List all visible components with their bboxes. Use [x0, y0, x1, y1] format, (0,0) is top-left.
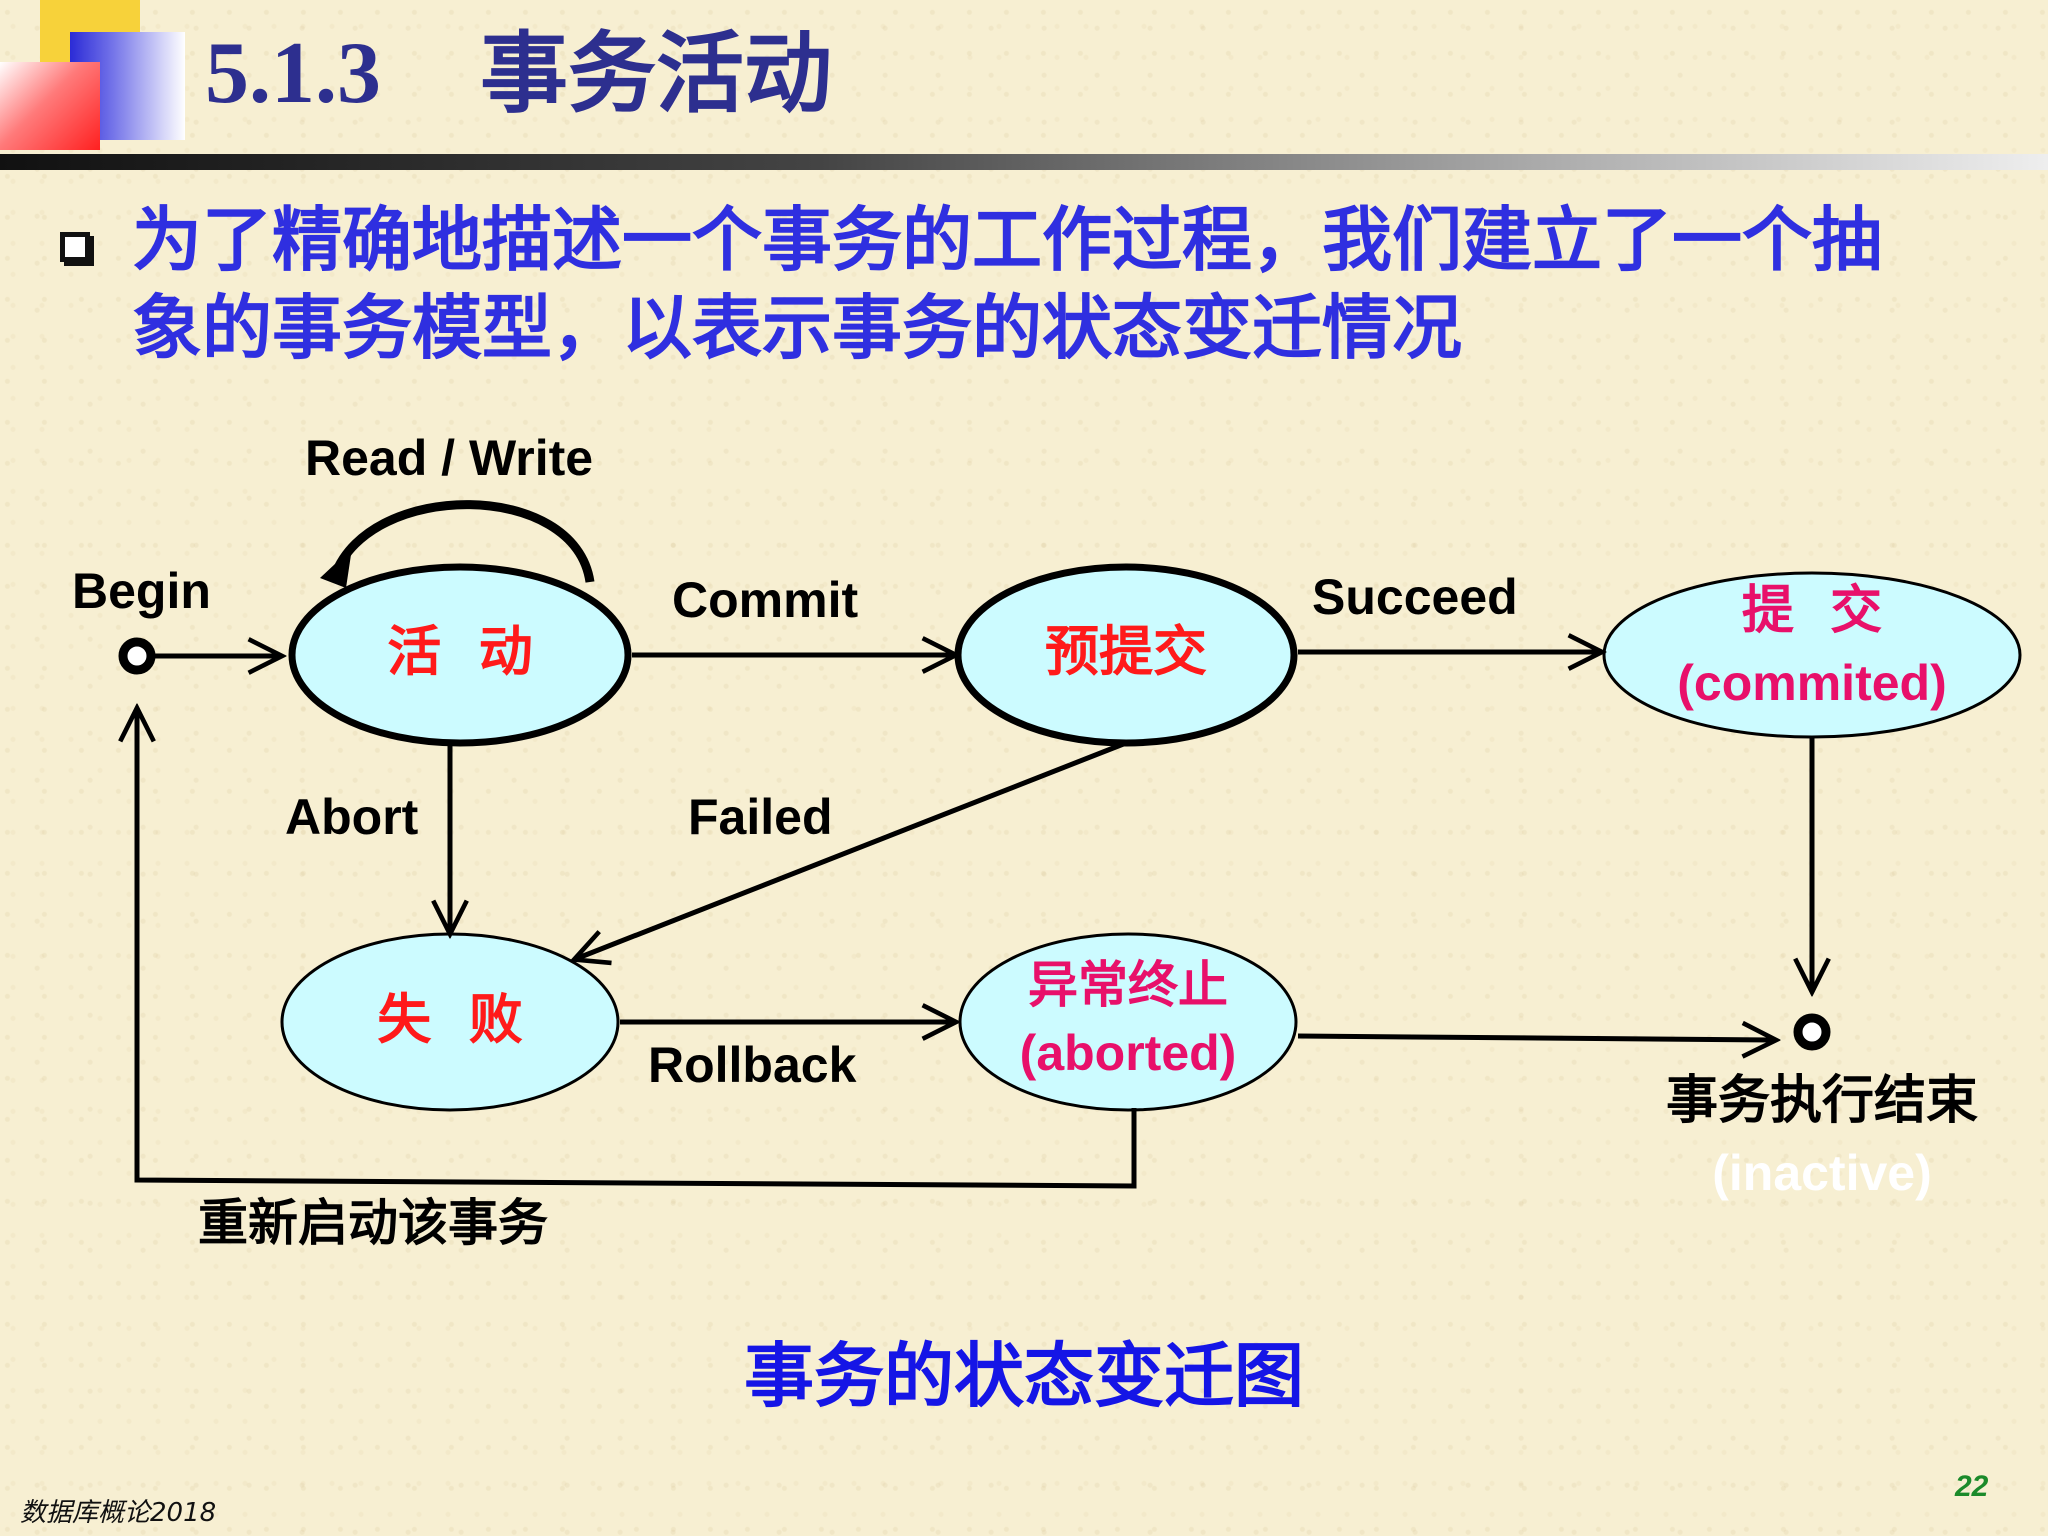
read-write-loop-arrowhead — [320, 548, 352, 588]
corner-decoration — [0, 0, 200, 150]
read-write-label: Read / Write — [305, 430, 593, 486]
state-active-label: 活 动 — [387, 620, 533, 683]
aborted-to-end-arrow — [1297, 1036, 1772, 1040]
restart-label: 重新启动该事务 — [198, 1194, 548, 1252]
begin-label: Begin — [72, 563, 211, 619]
state-committed-label-en: (commited) — [1677, 655, 1946, 711]
state-failed-label: 失 败 — [377, 988, 523, 1051]
succeed-label: Succeed — [1312, 569, 1518, 625]
end-state-label: 事务执行结束 — [1666, 1071, 1978, 1131]
abort-label: Abort — [285, 789, 419, 845]
state-partially-committed: 预提交 — [954, 563, 1298, 747]
checkbox-bullet-icon — [60, 232, 90, 262]
corner-red-square — [0, 62, 100, 150]
state-committed: 提 交 (commited) — [1602, 571, 2022, 739]
state-aborted-label-en: (aborted) — [1020, 1025, 1237, 1081]
rollback-label: Rollback — [648, 1037, 857, 1093]
end-state-inactive-label: (inactive) — [1712, 1145, 1932, 1201]
state-aborted: 异常终止 (aborted) — [958, 932, 1298, 1112]
state-aborted-label-cn: 异常终止 — [1028, 956, 1228, 1014]
failed-arrow — [578, 740, 1127, 958]
commit-label: Commit — [672, 572, 858, 628]
read-write-loop-arrow — [330, 500, 595, 583]
state-committed-label-cn: 提 交 — [1742, 581, 1882, 641]
bullet-line-1: 为了精确地描述一个事务的工作过程，我们建立了一个抽 — [132, 199, 1882, 281]
title-divider — [0, 154, 2048, 170]
section-number: 5.1.3 — [205, 25, 381, 122]
restart-arrow — [137, 712, 1137, 1189]
end-state-dot — [1793, 1013, 1831, 1051]
bullet-text: 为了精确地描述一个事务的工作过程，我们建立了一个抽 象的事务模型，以表示事务的状… — [132, 196, 2002, 372]
diagram-caption: 事务的状态变迁图 — [744, 1335, 1304, 1417]
footer-course-title: 数据库概论2018 — [20, 1498, 217, 1528]
state-active: 活 动 — [288, 563, 632, 747]
page-title: 事务活动 — [480, 22, 833, 125]
bullet-line-2: 象的事务模型，以表示事务的状态变迁情况 — [132, 287, 1462, 369]
state-partially-committed-label: 预提交 — [1045, 620, 1207, 683]
failed-label: Failed — [688, 789, 832, 845]
page-number: 22 — [1955, 1470, 1989, 1503]
state-failed: 失 败 — [280, 932, 620, 1112]
begin-start-dot — [118, 637, 156, 675]
